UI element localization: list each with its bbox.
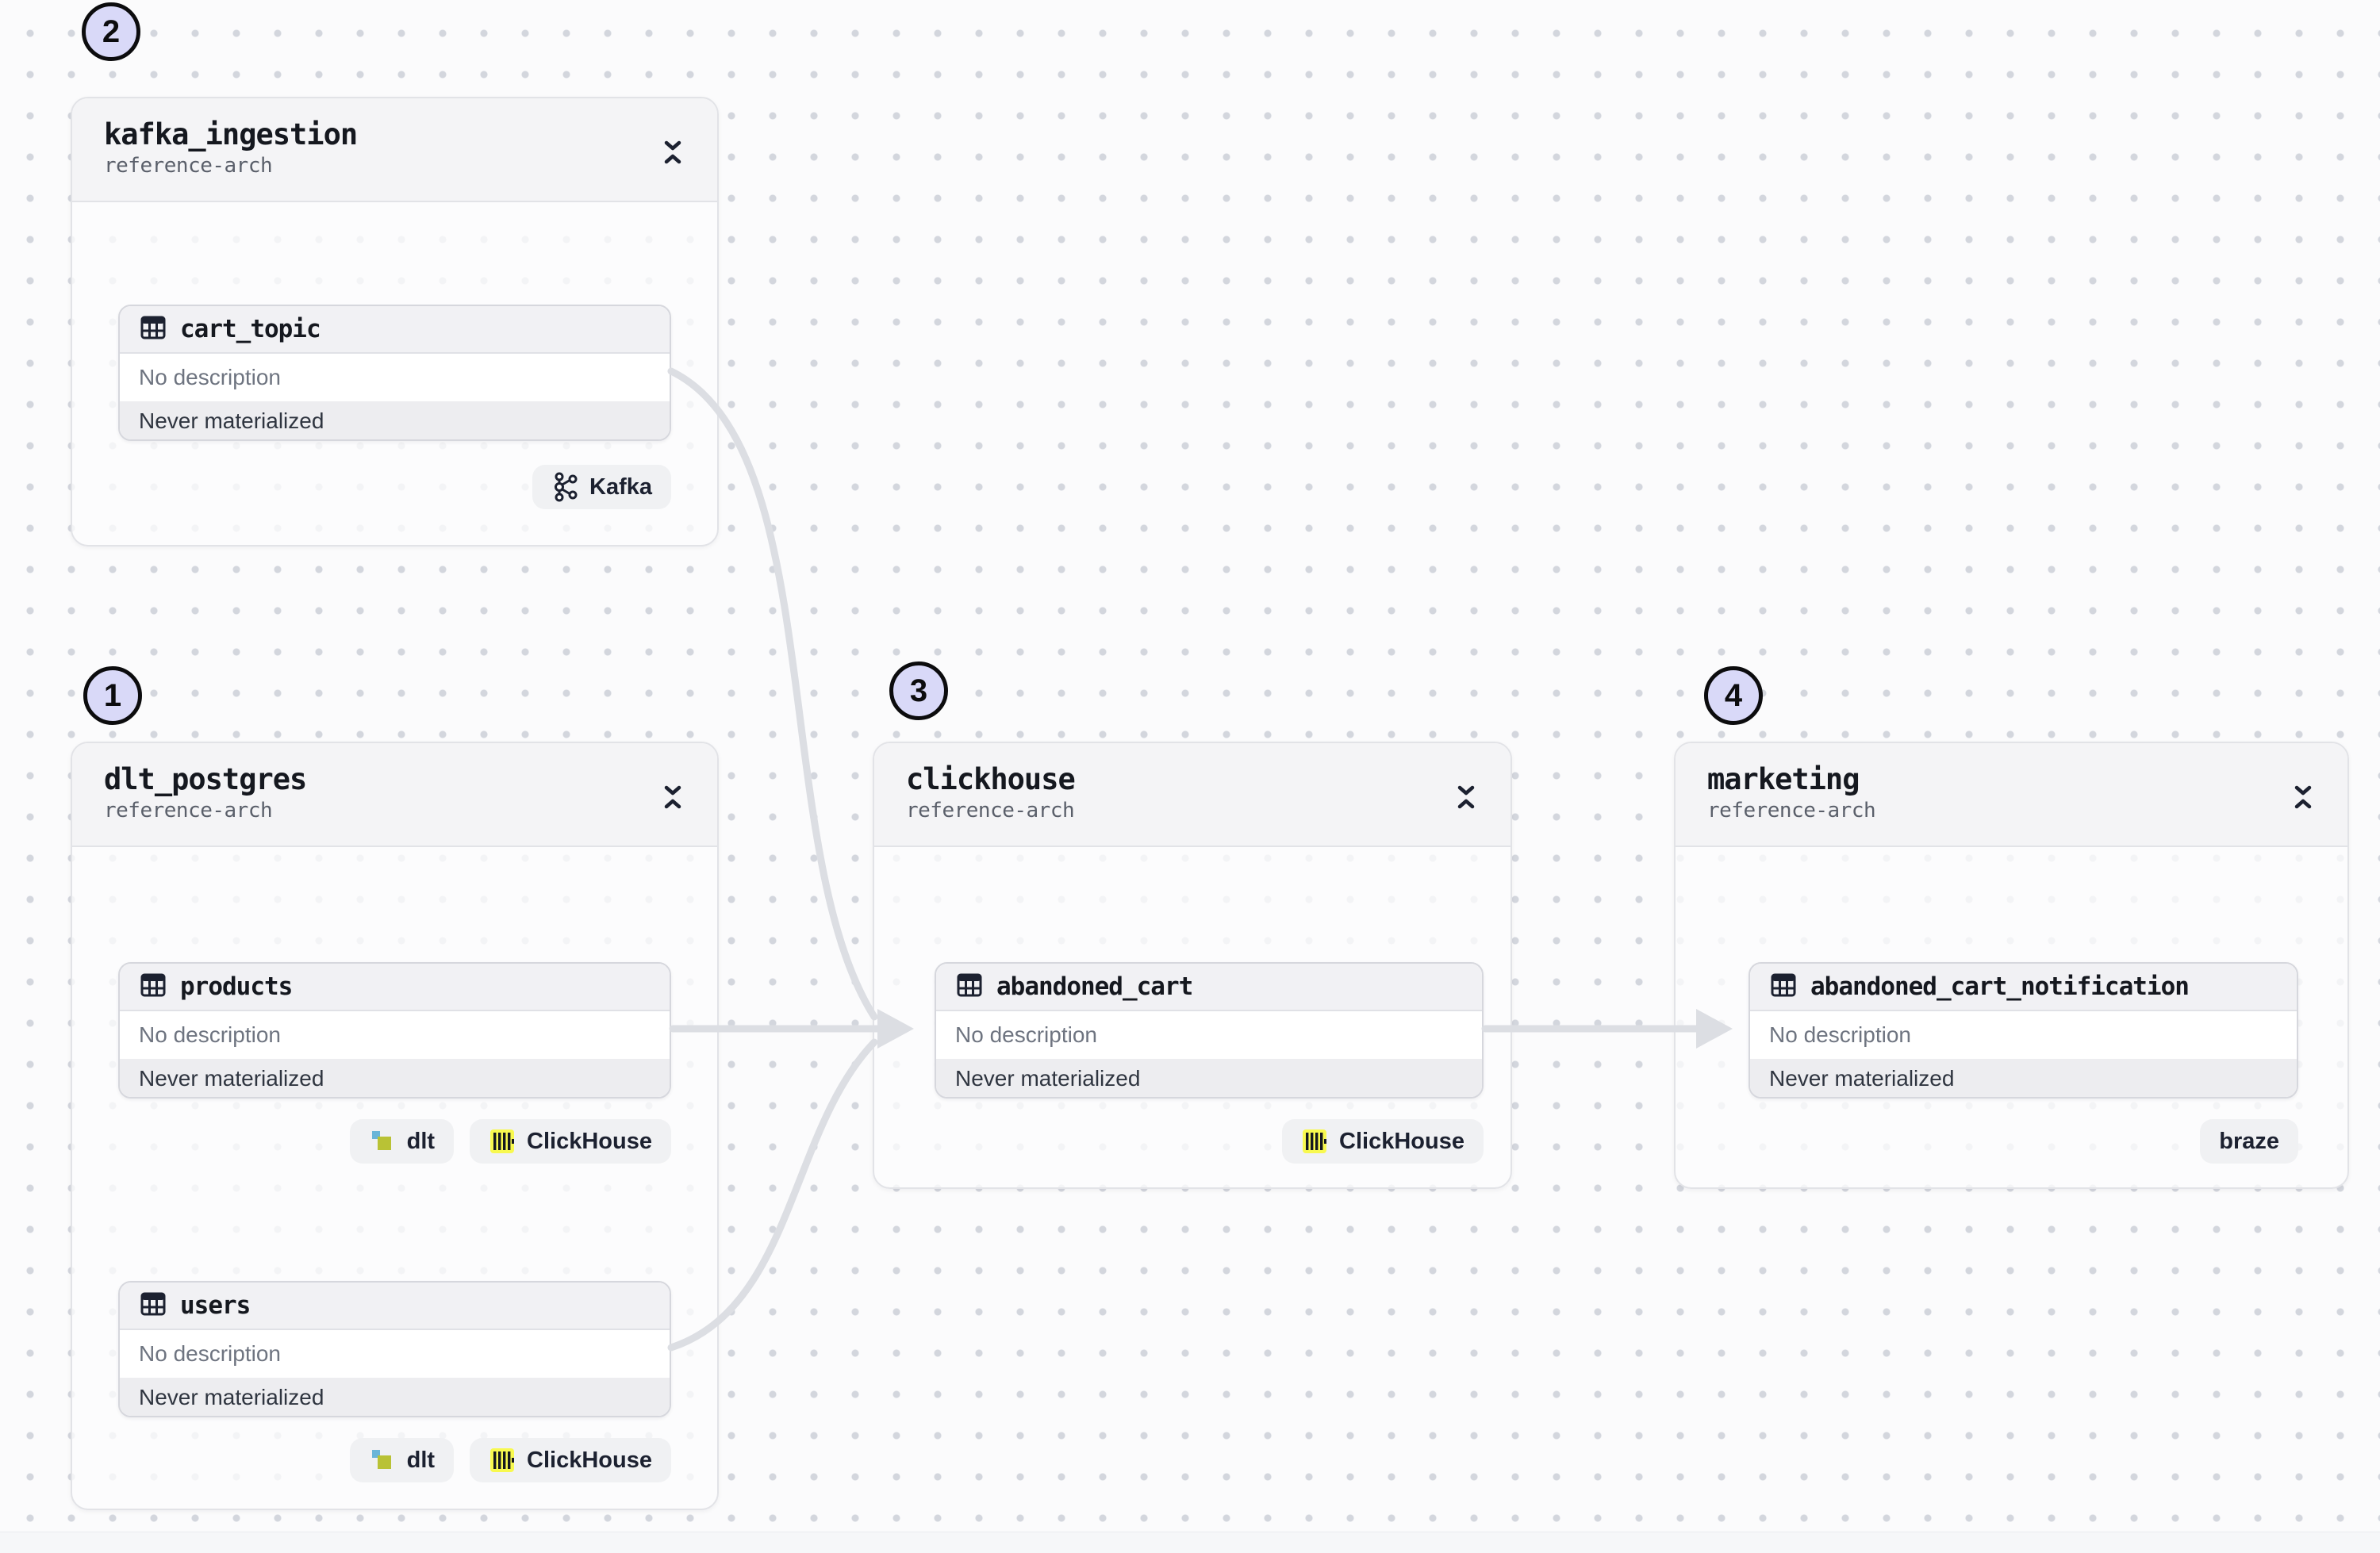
step-number: 1 <box>103 677 122 713</box>
table-icon <box>1769 971 1798 1003</box>
clickhouse-icon <box>489 1447 516 1474</box>
group-title: clickhouse <box>906 762 1076 796</box>
asset-header: abandoned_cart_notification <box>1750 964 2297 1011</box>
asset-tag-row: dlt ClickHouse <box>118 1119 671 1164</box>
asset-description: No description <box>120 1011 670 1059</box>
tag-kafka: Kafka <box>532 465 671 509</box>
asset-description: No description <box>1750 1011 2297 1059</box>
canvas-bottom-strip <box>0 1532 2380 1553</box>
asset-description: No description <box>120 354 670 401</box>
tag-dlt: dlt <box>349 1438 455 1482</box>
asset-tag-row: braze <box>1749 1119 2298 1164</box>
group-title: dlt_postgres <box>104 762 307 796</box>
asset-header: products <box>120 964 670 1011</box>
group-header: marketing reference-arch <box>1676 743 2347 847</box>
clickhouse-icon <box>489 1128 516 1155</box>
tag-label: braze <box>2219 1128 2279 1154</box>
asset-node-abandoned-cart-notification[interactable]: abandoned_cart_notification No descripti… <box>1749 962 2298 1099</box>
group-card-kafka-ingestion[interactable]: kafka_ingestion reference-arch <box>71 97 719 546</box>
chevron-collapse-icon <box>2292 781 2314 813</box>
group-title: kafka_ingestion <box>104 117 358 151</box>
tag-label: Kafka <box>589 474 652 500</box>
tag-clickhouse: ClickHouse <box>470 1119 671 1164</box>
kafka-icon <box>551 472 578 502</box>
asset-status: Never materialized <box>120 1059 670 1097</box>
table-icon <box>139 1290 167 1322</box>
collapse-button[interactable] <box>2286 780 2320 815</box>
tag-label: dlt <box>406 1128 436 1154</box>
group-card-clickhouse[interactable]: clickhouse reference-arch <box>873 742 1512 1189</box>
asset-name: abandoned_cart_notification <box>1810 972 2190 1001</box>
asset-header: cart_topic <box>120 306 670 354</box>
asset-status: Never materialized <box>120 1378 670 1416</box>
table-icon <box>955 971 984 1003</box>
asset-node-users[interactable]: users No description Never materialized <box>118 1281 671 1417</box>
step-badge-4: 4 <box>1704 666 1763 725</box>
group-card-marketing[interactable]: marketing reference-arch <box>1674 742 2349 1189</box>
group-header: kafka_ingestion reference-arch <box>72 98 717 202</box>
asset-status: Never materialized <box>1750 1059 2297 1097</box>
tag-label: ClickHouse <box>527 1447 652 1473</box>
group-title: marketing <box>1707 762 1860 796</box>
asset-description: No description <box>120 1330 670 1378</box>
tag-clickhouse: ClickHouse <box>1282 1119 1484 1164</box>
group-card-dlt-postgres[interactable]: dlt_postgres reference-arch <box>71 742 719 1510</box>
step-badge-1: 1 <box>83 666 142 725</box>
table-icon <box>139 313 167 346</box>
group-subtitle: reference-arch <box>104 154 273 178</box>
asset-name: users <box>180 1291 251 1320</box>
tag-clickhouse: ClickHouse <box>470 1438 671 1482</box>
collapse-button[interactable] <box>655 780 690 815</box>
group-header: dlt_postgres reference-arch <box>72 743 717 847</box>
asset-status: Never materialized <box>936 1059 1482 1097</box>
group-subtitle: reference-arch <box>1707 799 1876 823</box>
group-subtitle: reference-arch <box>104 799 273 823</box>
asset-tag-row: Kafka <box>118 465 671 509</box>
asset-status: Never materialized <box>120 401 670 439</box>
asset-description: No description <box>936 1011 1482 1059</box>
asset-name: abandoned_cart <box>996 972 1193 1001</box>
tag-dlt: dlt <box>349 1119 455 1164</box>
asset-node-products[interactable]: products No description Never materializ… <box>118 962 671 1099</box>
chevron-collapse-icon <box>662 136 684 168</box>
step-number: 2 <box>102 13 121 49</box>
tag-label: dlt <box>406 1447 436 1473</box>
tag-label: ClickHouse <box>1339 1128 1464 1154</box>
chevron-collapse-icon <box>662 781 684 813</box>
tag-braze: braze <box>2200 1119 2298 1164</box>
step-badge-3: 3 <box>889 661 948 720</box>
step-number: 3 <box>909 673 928 708</box>
asset-header: users <box>120 1283 670 1330</box>
asset-tag-row: dlt ClickHouse <box>118 1438 671 1482</box>
collapse-button[interactable] <box>1449 780 1484 815</box>
tag-label: ClickHouse <box>527 1128 652 1154</box>
asset-header: abandoned_cart <box>936 964 1482 1011</box>
table-icon <box>139 971 167 1003</box>
dlt-icon <box>369 1128 396 1155</box>
chevron-collapse-icon <box>1455 781 1477 813</box>
step-badge-2: 2 <box>82 2 140 61</box>
collapse-button[interactable] <box>655 135 690 170</box>
asset-node-abandoned-cart[interactable]: abandoned_cart No description Never mate… <box>935 962 1484 1099</box>
asset-tag-row: ClickHouse <box>935 1119 1484 1164</box>
group-header: clickhouse reference-arch <box>874 743 1511 847</box>
group-subtitle: reference-arch <box>906 799 1075 823</box>
asset-name: products <box>180 972 293 1001</box>
clickhouse-icon <box>1301 1128 1328 1155</box>
step-number: 4 <box>1724 677 1743 713</box>
asset-name: cart_topic <box>180 315 321 343</box>
dlt-icon <box>369 1447 396 1474</box>
asset-node-cart-topic[interactable]: cart_topic No description Never material… <box>118 305 671 441</box>
